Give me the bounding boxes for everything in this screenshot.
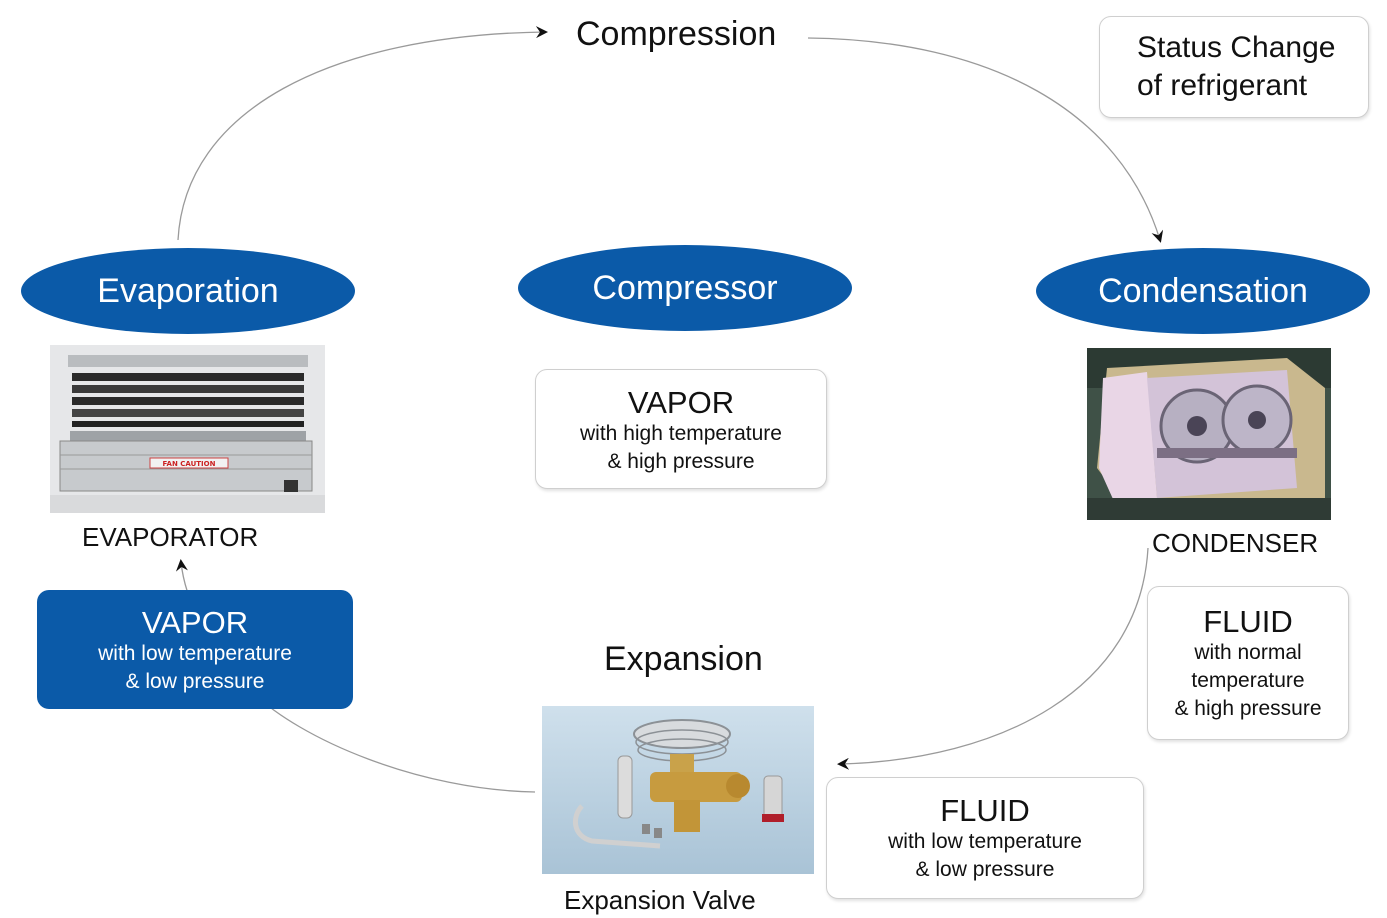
state-title: FLUID — [940, 793, 1030, 828]
state-line: with low temperature — [888, 830, 1082, 853]
state-line: & low pressure — [915, 858, 1055, 881]
fan-caution-label: FAN CAUTION — [163, 460, 216, 468]
state-condenser-out: FLUID with normal temperature & high pre… — [1147, 586, 1349, 740]
state-line: with high temperature — [580, 422, 782, 445]
state-valve-out: FLUID with low temperature & low pressur… — [826, 777, 1144, 899]
condensation-ellipse: Condensation — [1036, 248, 1370, 334]
arrow-compression-to-condensation — [807, 37, 1164, 243]
state-title: VAPOR — [627, 385, 735, 420]
expansion-valve-photo — [542, 706, 814, 874]
evaporator-caption: EVAPORATOR — [82, 522, 259, 552]
expansion-valve-caption: Expansion Valve — [564, 885, 756, 915]
state-evaporator-in: VAPOR with low temperature & low pressur… — [37, 590, 353, 709]
evaporation-ellipse: Evaporation — [21, 248, 355, 334]
legend-line-1: Status Change — [1137, 31, 1336, 64]
state-line: temperature — [1191, 669, 1305, 692]
stage-compression: Compression — [576, 15, 777, 53]
state-line: & high pressure — [607, 450, 755, 473]
stage-expansion: Expansion — [604, 640, 763, 678]
state-line: with low temperature — [98, 642, 292, 665]
legend-status-change: Status Change of refrigerant — [1099, 16, 1369, 118]
evaporator-photo: FAN CAUTION — [50, 345, 325, 513]
condenser-photo — [1087, 348, 1331, 520]
arrow-condenser-to-expansion — [837, 547, 1149, 770]
compressor-ellipse: Compressor — [518, 245, 852, 331]
state-line: with normal — [1194, 641, 1302, 664]
state-compressor-out: VAPOR with high temperature & high press… — [535, 369, 827, 489]
legend-line-2: of refrigerant — [1137, 69, 1308, 102]
state-line: & low pressure — [125, 670, 265, 693]
state-title: FLUID — [1203, 604, 1293, 639]
state-title: VAPOR — [141, 605, 249, 640]
condenser-caption: CONDENSER — [1152, 528, 1319, 558]
arrow-evaporation-to-compression — [177, 26, 548, 241]
state-line: & high pressure — [1174, 697, 1322, 720]
